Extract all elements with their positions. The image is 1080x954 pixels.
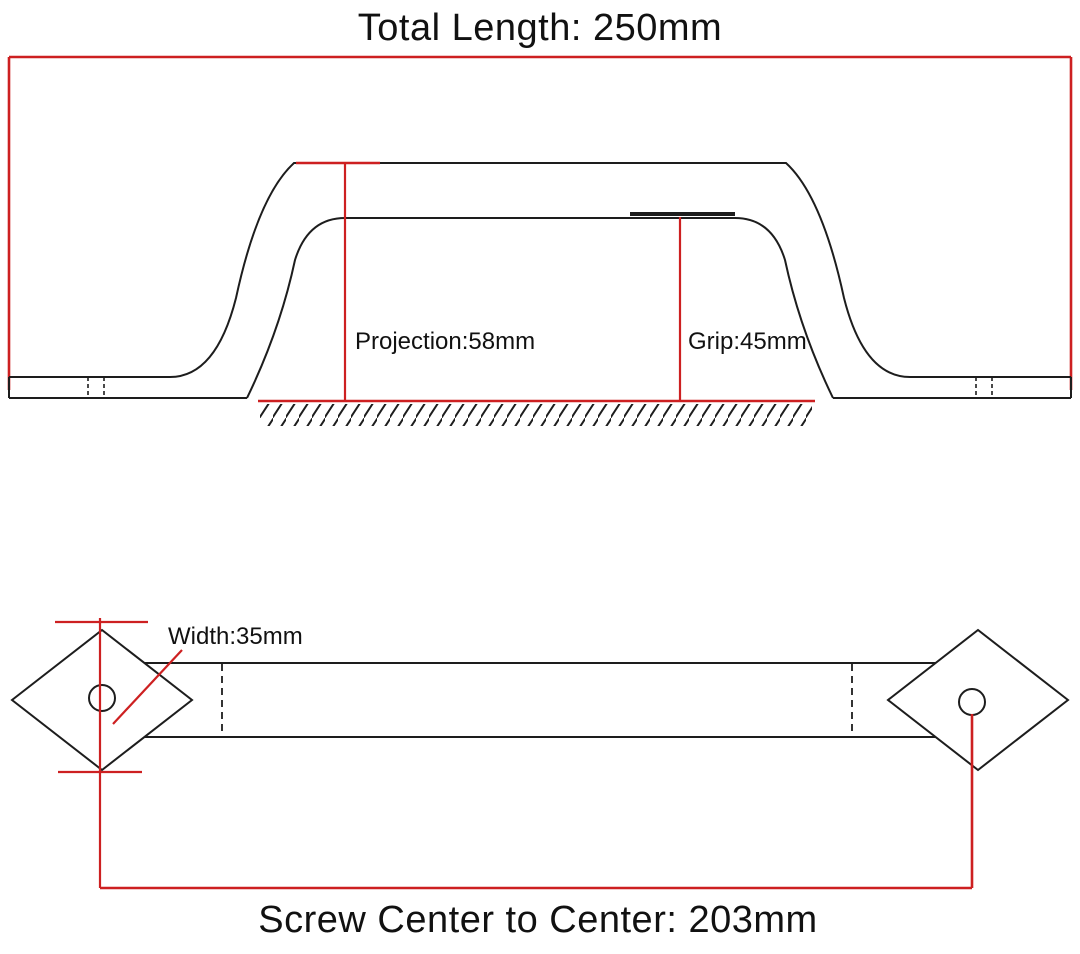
projection-label: Projection:58mm xyxy=(355,328,535,355)
mount-surface-hatching xyxy=(260,404,812,426)
total-length-dimension xyxy=(7,55,1073,390)
grip-dimension: Grip:45mm xyxy=(630,212,807,401)
width-label: Width:35mm xyxy=(168,623,303,650)
grip-label: Grip:45mm xyxy=(688,328,807,355)
total-length-title: Total Length: 250mm xyxy=(358,7,722,49)
left-screw-hole xyxy=(88,684,116,712)
handle-outer-contour xyxy=(9,162,1071,378)
right-screw-hole xyxy=(958,688,986,716)
projection-dimension: Projection:58mm xyxy=(296,161,535,401)
handle-top-view xyxy=(10,628,1070,772)
screw-center-dimension xyxy=(100,714,974,890)
screw-center-title: Screw Center to Center: 203mm xyxy=(258,899,817,941)
handle-inner-contour xyxy=(246,217,834,399)
handle-side-view xyxy=(8,162,1072,399)
mount-surface xyxy=(258,399,815,426)
width-dimension: Width:35mm xyxy=(55,618,303,888)
width-leader-line xyxy=(112,649,183,725)
